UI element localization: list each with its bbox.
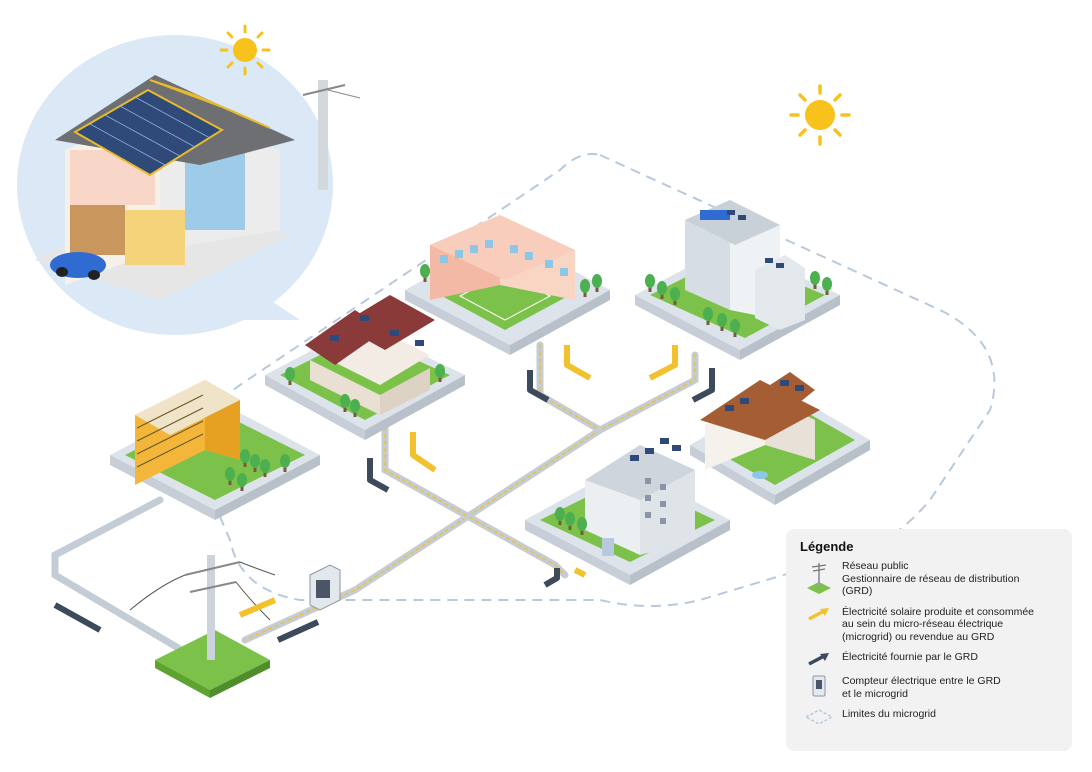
legend-item-meter: Compteur électrique entre le GRD et le m… (800, 675, 1060, 700)
office-platform (110, 380, 320, 520)
legend-title: Légende (800, 539, 854, 554)
sun-icon (219, 24, 271, 76)
school-platform (405, 215, 610, 355)
grid-flow-arrows (53, 368, 715, 643)
grid-pole-platform (129, 555, 276, 698)
hotel-platform (635, 200, 840, 360)
legend-item-solar-flow: Électricité solaire produite et consommé… (800, 606, 1060, 644)
electric-meter-icon (812, 675, 826, 697)
legend-item-grid-flow: Électricité fournie par le GRD (800, 651, 1060, 667)
electric-meter-icon (309, 564, 341, 611)
legend-label-meter: Compteur électrique entre le GRD et le m… (842, 675, 1001, 700)
legend-label-boundary: Limites du microgrid (842, 708, 936, 720)
manor-platform (690, 372, 870, 505)
sun-icon-2 (789, 84, 851, 146)
legend-item-utility-grid: Réseau public Gestionnaire de réseau de … (800, 560, 1060, 598)
legend-label-solar-flow: Électricité solaire produite et consommé… (842, 605, 1035, 643)
house-callout (17, 35, 361, 335)
legend-label-utility-grid: Réseau public Gestionnaire de réseau de … (842, 560, 1020, 597)
apartment-platform (525, 438, 730, 585)
legend-label-grid-flow: Électricité fournie par le GRD (842, 651, 978, 663)
microgrid-boundary-icon (804, 709, 834, 725)
dark-arrow-icon (808, 653, 829, 666)
legend-item-boundary: Limites du microgrid (800, 708, 1060, 726)
yellow-arrow-icon (808, 607, 829, 621)
legend: Légende Réseau public Gestionnaire de ré… (786, 529, 1072, 751)
solar-flow-arrows (238, 345, 678, 618)
townhouses-platform (265, 295, 465, 440)
utility-pole-icon (807, 563, 831, 594)
